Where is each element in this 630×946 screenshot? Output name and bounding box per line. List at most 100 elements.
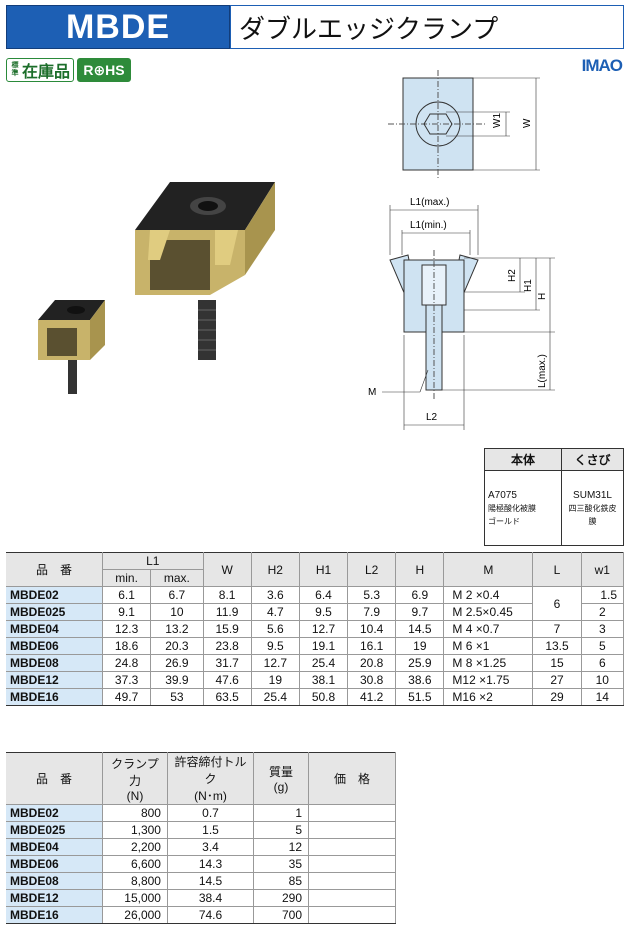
label-w: W (522, 118, 533, 128)
material-header-body: 本体 (484, 448, 562, 471)
table-row: MBDE16 49.7 53 63.5 25.4 50.8 41.2 51.5 … (6, 688, 625, 706)
col-model: 品 番 (6, 552, 103, 587)
cell-model: MBDE06 (6, 855, 103, 873)
col2-model: 品 番 (6, 752, 103, 805)
rohs-badge: R⊕HS (77, 58, 131, 82)
stock-badge: 標準 在庫品 (6, 58, 74, 82)
cell: 38.6 (395, 671, 445, 689)
cell: M 4 ×0.7 (443, 620, 534, 638)
cell: 5.6 (251, 620, 300, 638)
cell: 0.7 (167, 804, 255, 822)
material-wedge-line: SUM31L (573, 489, 612, 501)
cell-model: MBDE12 (6, 889, 103, 907)
material-body-line: ゴールド (488, 516, 520, 526)
cell: 6.7 (150, 586, 204, 604)
table-row: MBDE02 6.1 6.7 8.1 3.6 6.4 5.3 6.9 M 2 ×… (6, 586, 625, 621)
col-h: H (395, 552, 445, 587)
cell: 13.5 (532, 637, 582, 655)
cell: 6.9 (395, 586, 445, 604)
cell: 85 (253, 872, 309, 890)
col-m: M (443, 552, 534, 587)
cell: 24.8 (102, 654, 152, 672)
cell: 26,000 (102, 906, 168, 924)
table-row: MBDE08 24.8 26.9 31.7 12.7 25.4 20.8 25.… (6, 654, 625, 672)
cell: 25.4 (299, 654, 349, 672)
cell: M12 ×1.75 (443, 671, 534, 689)
cell: 14 (581, 688, 625, 706)
cell: 19.1 (299, 637, 349, 655)
product-name: ダブルエッジクランプ (230, 5, 624, 49)
cell-model: MBDE08 (6, 654, 103, 672)
table-row: MBDE06 6,600 14.3 35 (6, 855, 396, 873)
col2-mass: 質量 (g) (253, 752, 309, 805)
cell: 16.1 (347, 637, 397, 655)
col-l1-min: min. (102, 569, 152, 587)
table-row: MBDE04 12.3 13.2 15.9 5.6 12.7 10.4 14.5… (6, 620, 625, 638)
cell: 14.5 (395, 620, 445, 638)
cell: 1 (253, 804, 309, 822)
cell: 700 (253, 906, 309, 924)
col-w: W (203, 552, 252, 587)
cell-model: MBDE16 (6, 688, 103, 706)
cell: 9.5 (299, 603, 349, 621)
cell: 29 (532, 688, 582, 706)
large-clamp-illustration (135, 182, 275, 360)
brand-logo: IMAO (581, 56, 623, 75)
cell: 53 (150, 688, 204, 706)
stock-badge-small: 標準 (11, 62, 19, 77)
cell-model: MBDE16 (6, 906, 103, 924)
cell-model: MBDE025 (6, 603, 103, 621)
cell: 12 (253, 838, 309, 856)
cell: 25.9 (395, 654, 445, 672)
material-body-line: A7075 (488, 489, 517, 501)
cell: 47.6 (203, 671, 252, 689)
cell: 31.7 (203, 654, 252, 672)
cell: 15.9 (203, 620, 252, 638)
cell: 23.8 (203, 637, 252, 655)
cell: 2 (581, 603, 625, 621)
table-row: MBDE02 800 0.7 1 (6, 804, 396, 822)
table-row: MBDE12 37.3 39.9 47.6 19 38.1 30.8 38.6 … (6, 671, 625, 689)
table-row: MBDE16 26,000 74.6 700 (6, 906, 396, 924)
cell-price (308, 804, 396, 822)
cell-model: MBDE04 (6, 838, 103, 856)
cell: 6.1 (102, 586, 152, 604)
cell: 10.4 (347, 620, 397, 638)
label-w1: W1 (492, 113, 503, 128)
technical-drawing: W1 W L1(max.) L1(min.) H2 H1 H L(max.) M… (368, 70, 555, 430)
cell: M 2 ×0.4 (443, 586, 534, 604)
cell: 3.4 (167, 838, 255, 856)
cell: 10 (581, 671, 625, 689)
cell: 15 (532, 654, 582, 672)
col2-torque-unit: (N･m) (194, 789, 227, 803)
cell: 38.4 (167, 889, 255, 907)
col-h2: H2 (251, 552, 300, 587)
cell: 74.6 (167, 906, 255, 924)
cell-price (308, 906, 396, 924)
cell: 51.5 (395, 688, 445, 706)
cell: 4.7 (251, 603, 300, 621)
cell-price (308, 838, 396, 856)
col-w1: w1 (581, 552, 625, 587)
cell: 1.5 (167, 821, 255, 839)
cell: 800 (102, 804, 168, 822)
cell: 6.4 (299, 586, 349, 604)
cell: M 2.5×0.45 (443, 603, 534, 621)
cell: 8,800 (102, 872, 168, 890)
stock-badge-text: 在庫品 (22, 64, 71, 81)
col2-force-unit: (N) (126, 788, 144, 803)
cell: 19 (251, 671, 300, 689)
col2-torque-text: 許容締付トルク (174, 755, 247, 786)
small-clamp-illustration (38, 300, 105, 394)
col-l: L (532, 552, 582, 587)
cell-price (308, 821, 396, 839)
cell: M16 ×2 (443, 688, 534, 706)
label-h1: H1 (523, 279, 534, 292)
col-h1: H1 (299, 552, 349, 587)
label-l1-min: L1(min.) (410, 220, 447, 231)
product-code: MBDE (6, 5, 230, 49)
cell: 15,000 (102, 889, 168, 907)
col-l1-max: max. (150, 569, 204, 587)
cell: 1.5 (581, 586, 625, 604)
cell: 7.9 (347, 603, 397, 621)
